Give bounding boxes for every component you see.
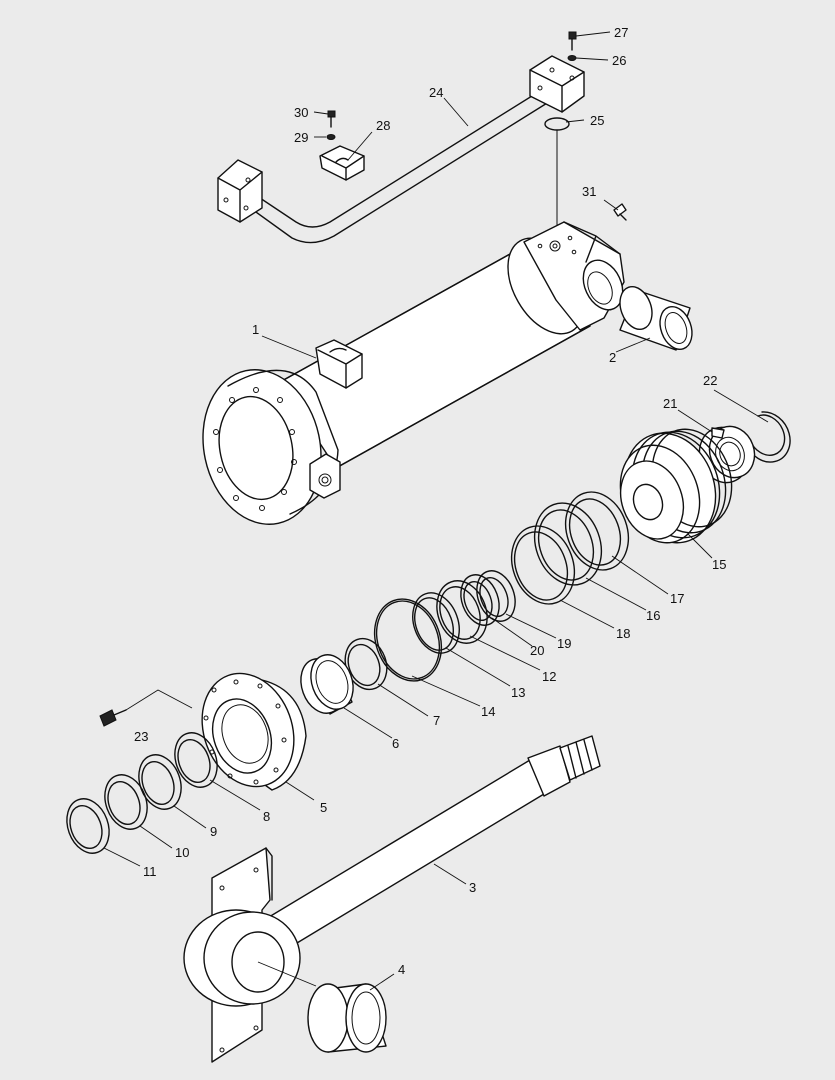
part-17-wear-ring <box>564 491 630 571</box>
callout-14: 14 <box>481 704 495 719</box>
part-29-washer <box>326 134 336 140</box>
flange-bolt-holes <box>213 387 297 511</box>
part-22-lock-ring <box>745 411 791 463</box>
part-23-bolt <box>99 689 193 727</box>
part-15-piston <box>619 428 733 544</box>
callout-16: 16 <box>646 608 660 623</box>
callout-2: 2 <box>609 350 616 365</box>
callout-8: 8 <box>263 809 270 824</box>
callout-27: 27 <box>614 25 628 40</box>
callout-11: 11 <box>143 864 157 879</box>
callout-13: 13 <box>511 685 525 700</box>
callout-19: 19 <box>557 636 571 651</box>
part-28-clamp <box>319 145 365 181</box>
part-26-washer <box>567 55 577 61</box>
callout-15: 15 <box>712 557 726 572</box>
part-25-o-ring <box>544 117 570 131</box>
callout-23: 23 <box>134 729 148 744</box>
callout-31: 31 <box>582 184 596 199</box>
callout-3: 3 <box>469 880 476 895</box>
callout-30: 30 <box>294 105 308 120</box>
callout-24: 24 <box>429 85 443 100</box>
callout-10: 10 <box>175 845 189 860</box>
part-11-ring <box>66 798 110 854</box>
part-3-piston-rod <box>183 735 601 1063</box>
part-1-cylinder-barrel <box>202 221 625 525</box>
callout-5: 5 <box>320 800 327 815</box>
part-4-bushing <box>307 983 387 1053</box>
callout-28: 28 <box>376 118 390 133</box>
callout-7: 7 <box>433 713 440 728</box>
callout-26: 26 <box>612 53 626 68</box>
callout-17: 17 <box>670 591 684 606</box>
callout-20: 20 <box>530 643 544 658</box>
leader-lines <box>103 31 769 991</box>
part-31-grease-nipple <box>613 203 627 221</box>
part-19-ring <box>460 574 500 626</box>
callout-9: 9 <box>210 824 217 839</box>
callout-25: 25 <box>590 113 604 128</box>
part-13-ring <box>412 592 460 654</box>
part-27-bolt <box>568 31 577 51</box>
part-8-ring <box>174 732 218 788</box>
part-14-o-ring <box>373 598 443 682</box>
callout-12: 12 <box>542 669 556 684</box>
part-30-bolt <box>327 110 336 128</box>
callout-4: 4 <box>398 962 405 977</box>
callout-6: 6 <box>392 736 399 751</box>
callout-labels: 1 2 3 4 5 6 7 8 9 10 11 12 13 14 15 16 1… <box>134 25 726 977</box>
callout-22: 22 <box>703 373 717 388</box>
part-16-seal-ring <box>533 502 603 586</box>
callout-18: 18 <box>616 626 630 641</box>
part-24-tube <box>217 55 585 244</box>
part-10-ring <box>104 774 148 830</box>
callout-21: 21 <box>663 396 677 411</box>
part-2-bushing <box>619 285 693 351</box>
part-6-bushing <box>300 654 354 715</box>
part-20-ring <box>476 570 516 622</box>
part-18-backup-ring <box>510 525 576 605</box>
part-5-cylinder-head <box>201 672 307 791</box>
part-12-ring <box>436 580 488 644</box>
callout-1: 1 <box>252 322 259 337</box>
callout-29: 29 <box>294 130 308 145</box>
